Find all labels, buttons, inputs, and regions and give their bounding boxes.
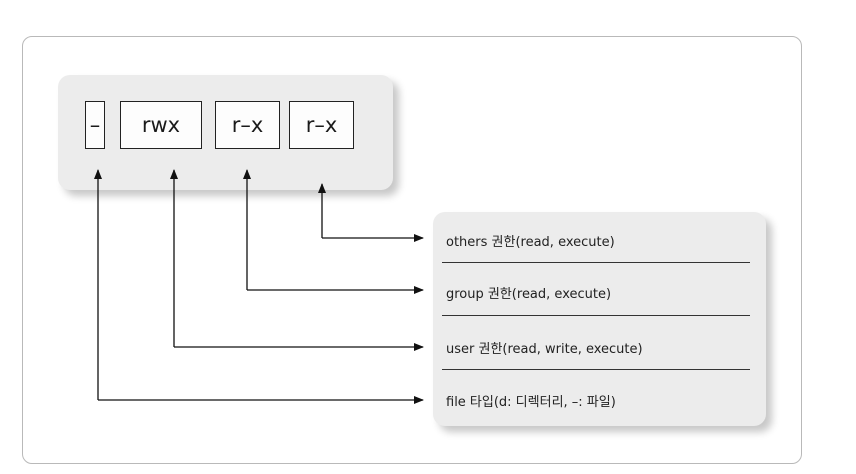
divider-line xyxy=(442,369,750,370)
file-type-description: file 타입(d: 디렉터리, –: 파일) xyxy=(446,395,616,410)
group-permission-field: r–x xyxy=(215,101,280,149)
divider-line xyxy=(442,315,750,316)
others-permission-field: r–x xyxy=(289,101,354,149)
group-description: group 권한(read, execute) xyxy=(446,287,612,302)
user-permission-field: rwx xyxy=(120,101,202,149)
file-type-field: – xyxy=(85,101,105,149)
user-description: user 권한(read, write, execute) xyxy=(446,342,643,357)
others-description: others 권한(read, execute) xyxy=(446,235,615,250)
divider-line xyxy=(442,262,750,263)
description-panel xyxy=(433,212,766,426)
